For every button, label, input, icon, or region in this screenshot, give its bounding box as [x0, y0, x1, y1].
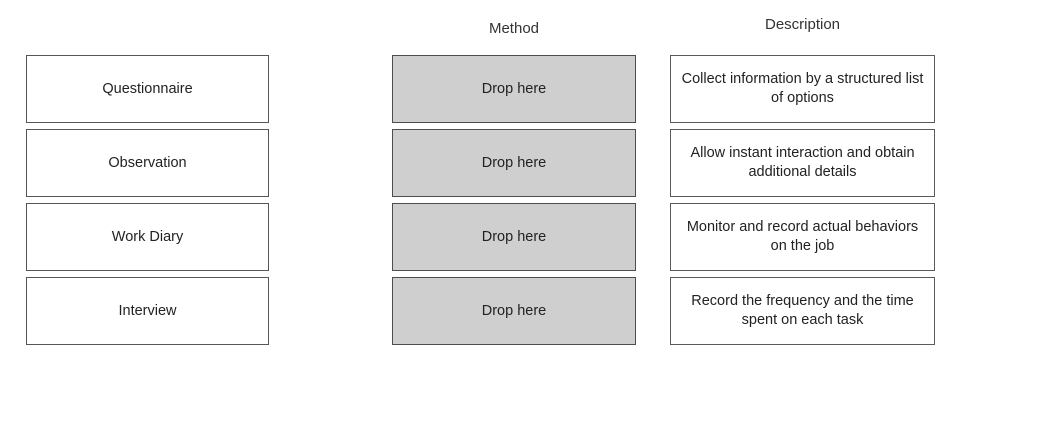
description-label: Collect information by a structured list…	[681, 71, 924, 106]
drop-zone-label: Drop here	[481, 80, 547, 97]
drop-zones-column: Drop here Drop here Drop here Drop here	[392, 55, 636, 345]
column-header-method: Method	[488, 20, 540, 37]
description-label: Record the frequency and the time spent …	[691, 293, 914, 328]
source-items-column: Questionnaire Observation Work Diary Int…	[26, 55, 269, 345]
source-item-work-diary[interactable]: Work Diary	[26, 203, 269, 271]
drop-zone-3[interactable]: Drop here	[392, 203, 636, 271]
description-card-1: Collect information by a structured list…	[670, 55, 935, 123]
drop-zone-4[interactable]: Drop here	[392, 277, 636, 345]
drop-zone-1[interactable]: Drop here	[392, 55, 636, 123]
source-item-label: Observation	[108, 154, 187, 171]
description-card-3: Monitor and record actual behaviors on t…	[670, 203, 935, 271]
description-label: Monitor and record actual behaviors on t…	[686, 219, 919, 254]
source-item-label: Questionnaire	[102, 80, 193, 97]
drop-zone-label: Drop here	[481, 228, 547, 245]
source-item-interview[interactable]: Interview	[26, 277, 269, 345]
source-item-questionnaire[interactable]: Questionnaire	[26, 55, 269, 123]
source-item-label: Interview	[118, 302, 177, 319]
description-card-2: Allow instant interaction and obtain add…	[670, 129, 935, 197]
description-card-4: Record the frequency and the time spent …	[670, 277, 935, 345]
description-label: Allow instant interaction and obtain add…	[690, 145, 915, 180]
column-header-description: Description	[764, 16, 841, 33]
source-item-observation[interactable]: Observation	[26, 129, 269, 197]
drop-zone-label: Drop here	[481, 154, 547, 171]
drop-zone-label: Drop here	[481, 302, 547, 319]
descriptions-column: Collect information by a structured list…	[670, 55, 935, 345]
source-item-label: Work Diary	[111, 228, 184, 245]
drop-zone-2[interactable]: Drop here	[392, 129, 636, 197]
